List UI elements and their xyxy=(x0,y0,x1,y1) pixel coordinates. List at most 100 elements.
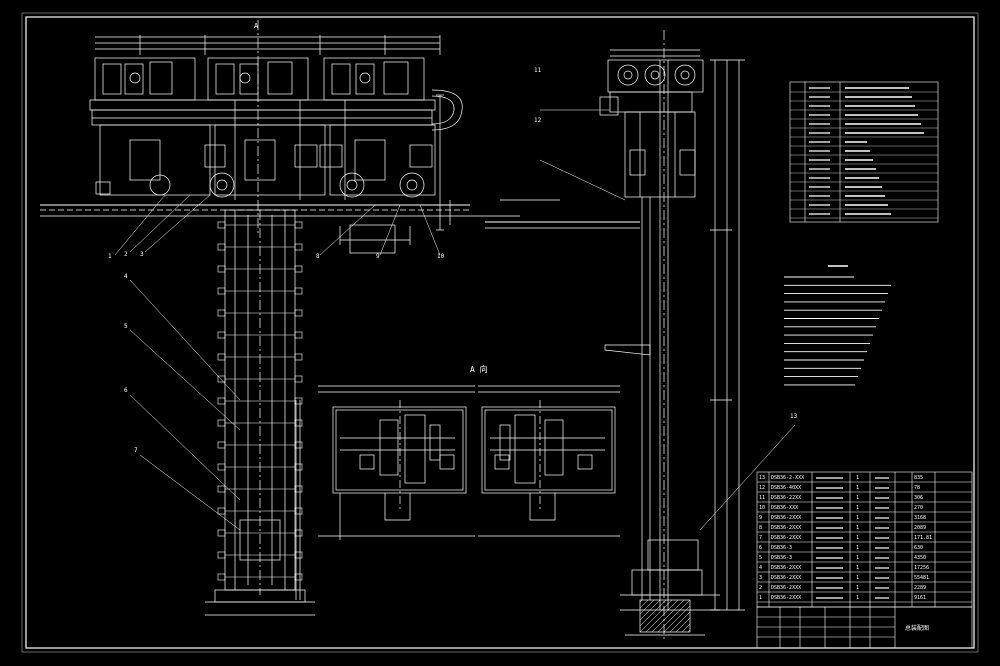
bom-item-code: DSB36-3 xyxy=(771,545,792,551)
section-view-left xyxy=(318,385,475,540)
shaft-bracket xyxy=(217,265,226,273)
callout-number: 7 xyxy=(134,447,138,454)
sheet-border xyxy=(21,12,979,653)
bom-item-no: 11 xyxy=(759,495,765,501)
section-view-right xyxy=(478,385,620,537)
callout-number: 3 xyxy=(140,251,144,258)
callout-number: 11 xyxy=(534,67,542,74)
shaft-bracket xyxy=(294,507,303,515)
shaft-bracket xyxy=(217,507,226,515)
shaft-bracket xyxy=(217,419,226,427)
callout-number: 12 xyxy=(534,117,542,124)
shaft-bracket xyxy=(217,463,226,471)
bom-item-qty: 1 xyxy=(856,585,859,591)
callout-leaders xyxy=(114,109,796,531)
bom-item-code: DSB36-2XXX xyxy=(771,585,801,591)
shaft-bracket xyxy=(294,287,303,295)
bom-item-qty: 1 xyxy=(856,525,859,531)
bom-item-no: 6 xyxy=(759,545,762,551)
shaft-bracket xyxy=(217,221,226,229)
bom-item-qty: 1 xyxy=(856,555,859,561)
shaft-bracket xyxy=(294,485,303,493)
shaft-bracket xyxy=(294,441,303,449)
shaft-rungs xyxy=(217,221,303,581)
shaft-bracket xyxy=(217,287,226,295)
bom-item-code: DSB36-2XXX xyxy=(771,575,801,581)
title-block xyxy=(756,606,973,649)
bom-item-code: DSB36-2-XXX xyxy=(771,475,804,481)
shaft-bracket xyxy=(217,529,226,537)
shaft-bracket xyxy=(294,243,303,251)
bom-item-code: DSB36-40XX xyxy=(771,485,801,491)
callout-number: 8 xyxy=(316,253,320,260)
shaft-bracket xyxy=(217,309,226,317)
callout-number: 6 xyxy=(124,387,128,394)
bom-item-no: 5 xyxy=(759,555,762,561)
callout-number: 1 xyxy=(108,253,112,260)
bom-item-qty: 1 xyxy=(856,535,859,541)
bom-item-mass: 306 xyxy=(914,495,923,501)
bom-item-code: DSB36-2XXX xyxy=(771,525,801,531)
shaft-bracket xyxy=(294,331,303,339)
shaft-bracket xyxy=(217,441,226,449)
bom-item-no: 3 xyxy=(759,575,762,581)
shaft-bracket xyxy=(294,551,303,559)
bom-item-no: 12 xyxy=(759,485,765,491)
bom-item-qty: 1 xyxy=(856,575,859,581)
callout-number: 4 xyxy=(124,273,128,280)
callout-number: 10 xyxy=(437,253,445,260)
bom-item-qty: 1 xyxy=(856,515,859,521)
shaft-bracket xyxy=(294,573,303,581)
shaft-bracket xyxy=(294,529,303,537)
right-elevation xyxy=(485,30,745,640)
bom-item-no: 7 xyxy=(759,535,762,541)
shaft-bracket xyxy=(294,309,303,317)
bom-item-no: 1 xyxy=(759,595,762,601)
bom-item-no: 10 xyxy=(759,505,765,511)
bom-item-code: DSB36-2XXX xyxy=(771,565,801,571)
bom-item-mass: 2089 xyxy=(914,525,926,531)
bom-item-no: 4 xyxy=(759,565,762,571)
bom-item-mass: 630 xyxy=(914,545,923,551)
bom-item-qty: 1 xyxy=(856,595,859,601)
shaft-bracket xyxy=(294,375,303,383)
bom-item-qty: 1 xyxy=(856,485,859,491)
shaft-bracket xyxy=(217,353,226,361)
bom-item-qty: 1 xyxy=(856,475,859,481)
bom-item-code: DSB36-3 xyxy=(771,555,792,561)
callout-number: 2 xyxy=(124,251,128,258)
bom-table xyxy=(756,471,973,608)
bom-item-no: 8 xyxy=(759,525,762,531)
bom-item-mass: 78 xyxy=(914,485,920,491)
bom-item-code: DSB36-2XXX xyxy=(771,595,801,601)
bom-item-qty: 1 xyxy=(856,545,859,551)
bom-item-no: 9 xyxy=(759,515,762,521)
shaft-bracket xyxy=(217,375,226,383)
section-mark: A xyxy=(254,22,259,30)
title-block-label: 总装配图 xyxy=(905,624,929,632)
spec-table xyxy=(789,81,939,223)
bom-item-mass: 2289 xyxy=(914,585,926,591)
shaft-bracket xyxy=(294,265,303,273)
bom-item-no: 13 xyxy=(759,475,765,481)
callout-number: 5 xyxy=(124,323,128,330)
shaft-bracket xyxy=(294,419,303,427)
spec-table-rows xyxy=(790,87,938,219)
bom-item-qty: 1 xyxy=(856,505,859,511)
bom-item-mass: 17256 xyxy=(914,565,929,571)
bom-item-no: 2 xyxy=(759,585,762,591)
shaft-bracket xyxy=(217,485,226,493)
shaft-bracket xyxy=(217,243,226,251)
bom-item-code: DSB36-XXX xyxy=(771,505,798,511)
bom-item-qty: 1 xyxy=(856,495,859,501)
section-view-label: A 向 xyxy=(470,364,488,374)
bom-item-mass: 3168 xyxy=(914,515,926,521)
bom-item-mass: 835 xyxy=(914,475,923,481)
bom-item-mass: 55481 xyxy=(914,575,929,581)
shaft-bracket xyxy=(217,551,226,559)
technical-notes xyxy=(784,265,891,386)
bom-item-mass: 4350 xyxy=(914,555,926,561)
